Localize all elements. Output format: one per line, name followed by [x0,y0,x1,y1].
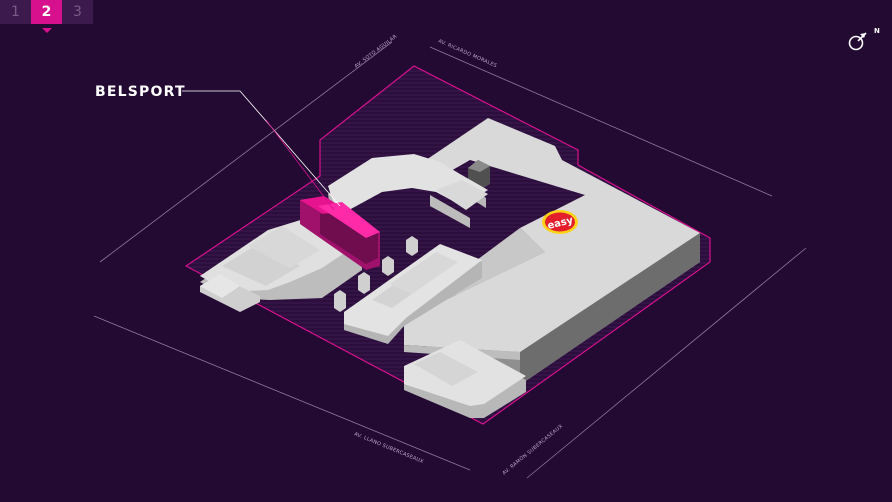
central-store-row[interactable] [344,244,482,344]
kiosks[interactable] [334,236,418,312]
north-store-row[interactable] [328,154,488,228]
store-leader-line [182,90,341,207]
store-name-label[interactable]: BELSPORT [95,84,186,100]
compass[interactable]: N [848,27,881,51]
store-leader-line-tail [265,119,335,211]
floor-selector: 1 2 3 [0,0,93,33]
south-store-block[interactable] [404,340,526,418]
store-belsport[interactable] [300,196,380,270]
compass-icon [848,35,864,51]
street-lines [93,41,807,479]
street-label-nw: AV. SOTO AGUILAR [354,34,399,70]
floor-tab-2[interactable]: 2 [31,0,62,33]
floor-tab-1[interactable]: 1 [0,0,31,24]
compass-north-label: N [874,27,880,35]
anchor-logo[interactable]: easy [542,210,578,234]
floor-tab-3[interactable]: 3 [62,0,93,24]
street-label-se: AV. RAMÓN SUBERCASEAUX [501,422,565,476]
